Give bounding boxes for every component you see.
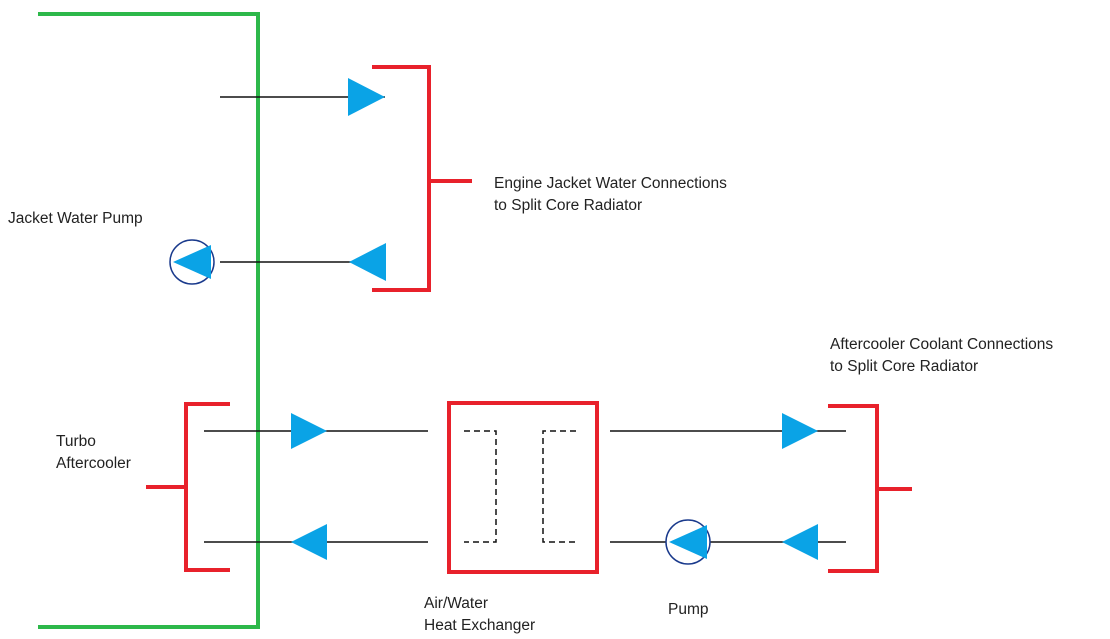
triangle-arrow-icon xyxy=(782,413,818,449)
engine-connections-line-2: to Split Core Radiator xyxy=(494,197,643,214)
aftercooler-connections-label: Aftercooler Coolant Connections to Split… xyxy=(830,334,1053,378)
engine-connections-line-1: Engine Jacket Water Connections xyxy=(494,175,727,192)
heat-exchanger-left-core xyxy=(464,430,497,543)
aftercooler-connections-line-1: Aftercooler Coolant Connections xyxy=(830,336,1054,353)
flow-arrows xyxy=(291,78,818,560)
heat-exchanger-line-2: Heat Exchanger xyxy=(424,617,536,634)
turbo-aftercooler-label: Turbo Aftercooler xyxy=(56,431,131,475)
aftercooler-pump-icon xyxy=(665,519,711,565)
pipe-lines xyxy=(204,96,846,543)
heat-exchanger-right-core xyxy=(542,430,576,543)
turbo-aftercooler-bracket xyxy=(146,402,230,572)
heat-exchanger-line-1: Air/Water xyxy=(424,595,489,612)
heat-exchanger-label: Air/Water Heat Exchanger xyxy=(424,593,535,637)
triangle-arrow-icon xyxy=(782,524,818,560)
turbo-aftercooler-line-1: Turbo xyxy=(56,433,96,450)
heat-exchanger-box xyxy=(447,401,599,574)
aftercooler-connections-line-2: to Split Core Radiator xyxy=(830,358,979,375)
engine-connections-label: Engine Jacket Water Connections to Split… xyxy=(494,173,727,217)
triangle-arrow-icon xyxy=(291,524,327,560)
triangle-arrow-icon xyxy=(291,413,327,449)
jacket-water-pump-label: Jacket Water Pump xyxy=(8,210,143,227)
engine-outline xyxy=(38,12,260,629)
pump-label: Pump xyxy=(668,601,709,618)
aftercooler-connection-bracket xyxy=(828,404,912,573)
turbo-aftercooler-line-2: Aftercooler xyxy=(56,455,131,472)
engine-connection-bracket xyxy=(372,65,472,292)
triangle-arrow-icon xyxy=(349,243,386,281)
triangle-arrow-icon xyxy=(348,78,385,116)
jacket-water-pump-icon xyxy=(169,239,215,285)
